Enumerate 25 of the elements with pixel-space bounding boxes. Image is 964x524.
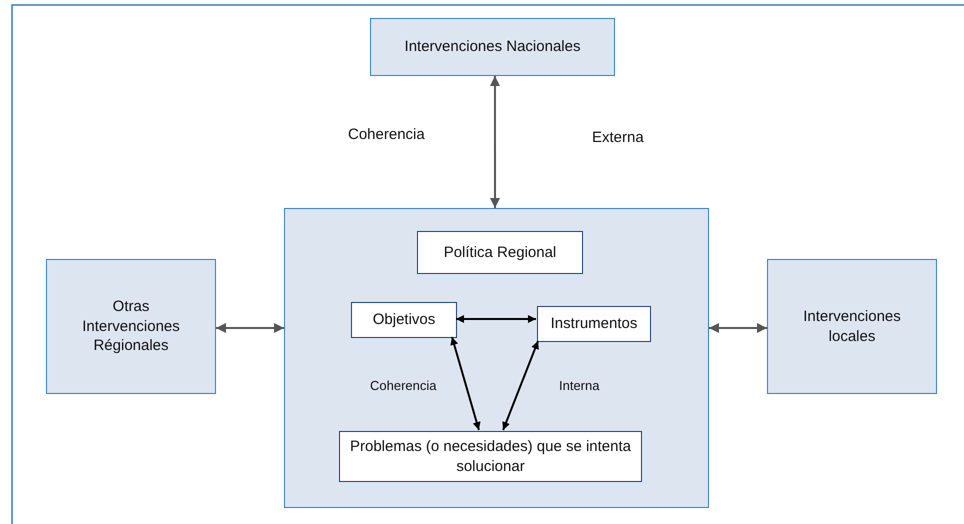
node-label: Intervenciones locales <box>802 307 902 346</box>
node-label: Instrumentos <box>550 314 638 334</box>
node-label: Objetivos <box>372 310 436 330</box>
inner-box <box>339 431 642 482</box>
node-label: Problemas (o necesidades) que se intenta solucionar <box>350 437 631 476</box>
double-arrow <box>502 340 539 430</box>
outer-box <box>46 259 216 394</box>
coherence-label: Coherencia <box>348 126 425 143</box>
double-arrow <box>216 322 284 333</box>
node-label: Otras Intervenciones Régionales <box>81 297 181 356</box>
double-arrow <box>490 76 500 208</box>
double-arrow <box>709 323 767 333</box>
node-label: Política Regional <box>444 242 556 262</box>
double-arrow <box>450 336 481 430</box>
outer-box <box>767 259 937 394</box>
coherence-label: Externa <box>592 129 644 146</box>
coherence-label: Coherencia <box>370 378 436 393</box>
node-label: Intervenciones Nacionales <box>404 37 580 57</box>
inner-box <box>351 302 457 338</box>
inner-box <box>537 306 651 342</box>
inner-box <box>417 231 583 274</box>
outer-box <box>370 18 615 76</box>
double-arrow <box>456 315 536 323</box>
container-box <box>284 208 709 508</box>
coherence-label: Interna <box>559 378 600 393</box>
